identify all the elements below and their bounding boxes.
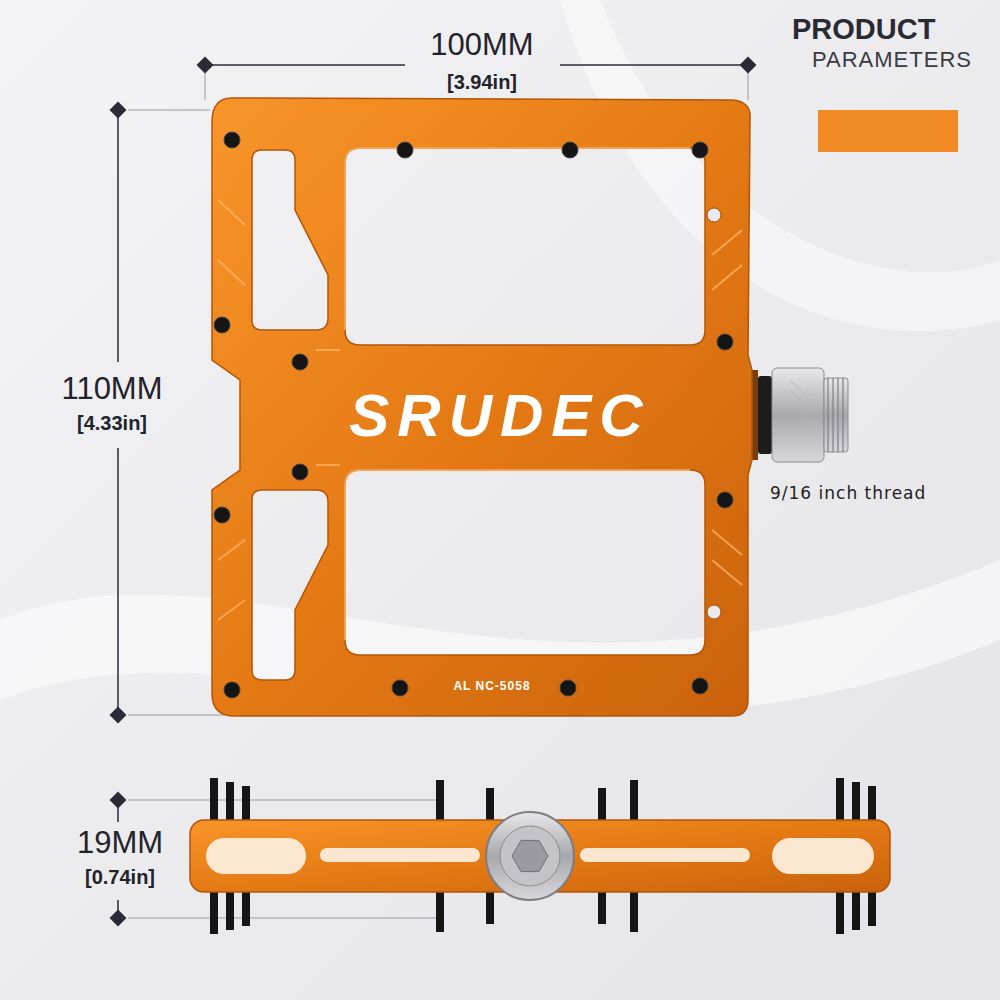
- thread-label: 9/16 inch thread: [770, 484, 926, 503]
- material-mark: AL NC-5058: [453, 680, 530, 693]
- dimension-inches: [3.94in]: [447, 71, 517, 93]
- width-dimension: [205, 64, 748, 66]
- pedal-edge-highlight: [218, 148, 742, 640]
- background-swoosh: [560, 0, 1000, 331]
- dimension-inches: [4.33in]: [77, 412, 147, 434]
- dimension-value: 19MM: [77, 826, 163, 860]
- background-swoosh: [0, 560, 1000, 714]
- header-title: PRODUCT: [792, 14, 935, 46]
- dimension-value: 110MM: [61, 372, 162, 406]
- header-subtitle: PARAMETERS: [812, 48, 972, 72]
- color-bar: [818, 110, 958, 152]
- pedal-side-view: [190, 778, 890, 934]
- pedal-body: [212, 98, 752, 716]
- traction-pin: [214, 132, 733, 698]
- pedal-spindle: [748, 368, 848, 462]
- brand-logo: SRUDEC: [349, 383, 650, 449]
- dimension-diamond: [110, 57, 757, 927]
- dimension-inches: [0.74in]: [85, 866, 155, 888]
- dimension-value: 100MM: [430, 28, 533, 62]
- mount-hole: [707, 208, 721, 619]
